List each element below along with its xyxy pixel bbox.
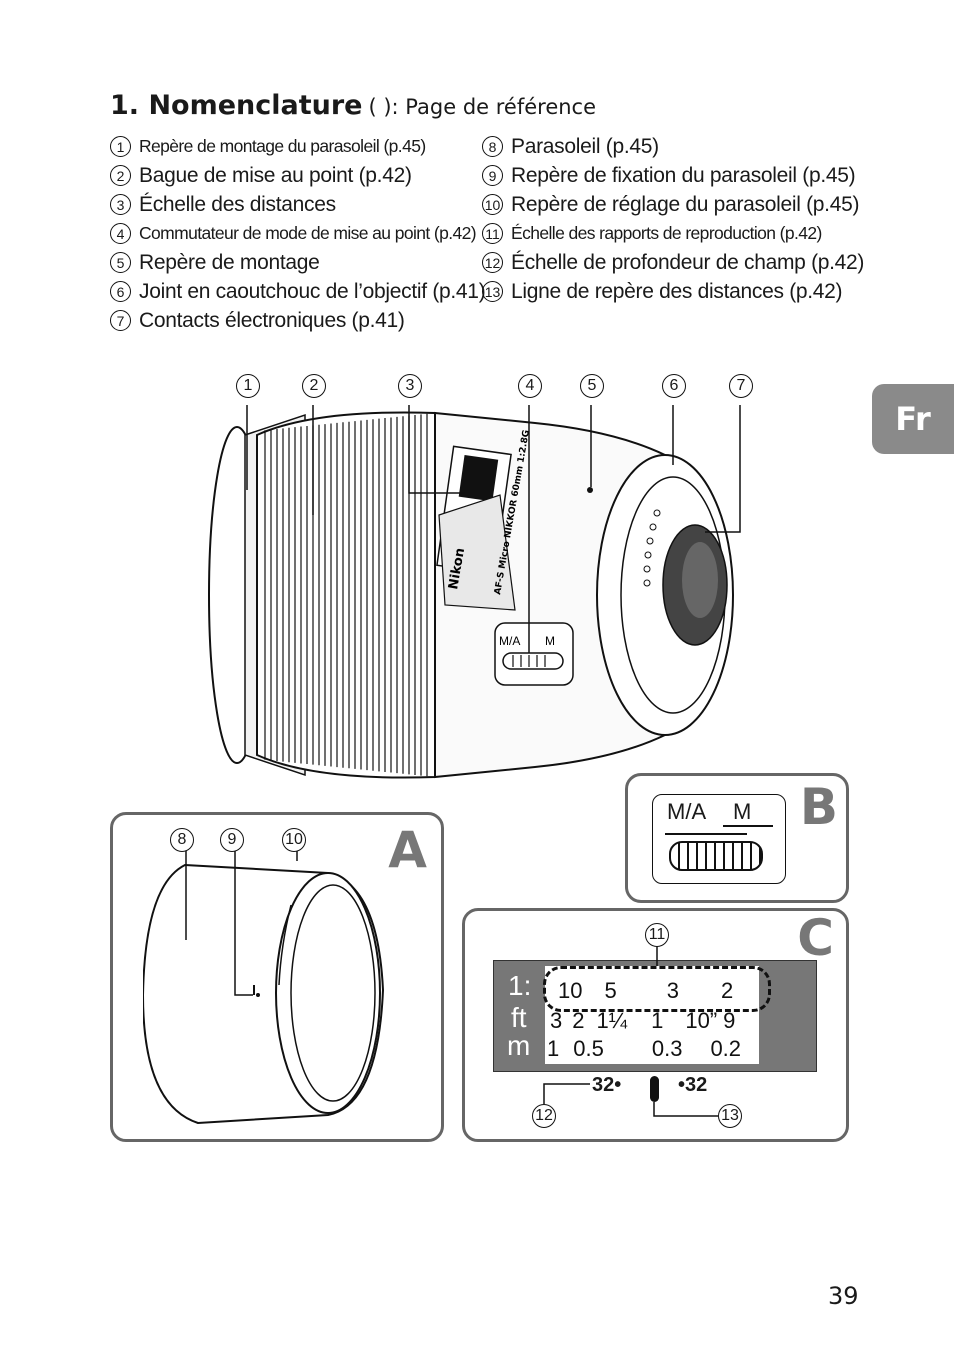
callout-6: 6 <box>662 374 686 398</box>
section-heading: 1. Nomenclature <box>110 90 363 121</box>
parts-list-item: 2 Bague de mise au point (p.42) <box>110 161 485 190</box>
ft-9in: 9 <box>723 1008 736 1033</box>
callout-1: 1 <box>236 374 260 398</box>
m-1: 1 <box>547 1036 560 1061</box>
item-label: Repère de fixation du parasoleil (p.45) <box>511 163 856 187</box>
item-label: Échelle de profondeur de champ (p.42) <box>511 250 865 274</box>
mode-ma-label: M/A <box>667 799 707 824</box>
item-label: Repère de montage du parasoleil (p.45) <box>139 136 426 156</box>
callout-10: 10 <box>282 828 306 852</box>
item-number-badge: 7 <box>110 310 131 331</box>
item-number-badge: 8 <box>482 136 503 157</box>
unit-feet: ft <box>511 1002 527 1033</box>
item-number-badge: 4 <box>110 223 131 244</box>
callout-3: 3 <box>398 374 422 398</box>
m-0-5: 0.5 <box>573 1036 604 1061</box>
item-number-badge: 5 <box>110 252 131 273</box>
mode-switch-slider <box>669 841 763 871</box>
meters-row: 1 0.5 0.3 0.2 <box>547 1036 741 1062</box>
item-label: Repère de réglage du parasoleil (p.45) <box>511 192 860 216</box>
parts-list-item: 9 Repère de fixation du parasoleil (p.45) <box>482 161 864 190</box>
m-0-3: 0.3 <box>651 1036 683 1061</box>
parts-list-item: 4 Commutateur de mode de mise au point (p… <box>110 219 485 248</box>
unit-meters: m <box>507 1030 531 1061</box>
callout-11: 11 <box>645 923 669 947</box>
item-label: Ligne de repère des distances (p.42) <box>511 279 843 303</box>
item-number-badge: 9 <box>482 165 503 186</box>
ft-1-quarter: 1¼ <box>596 1008 628 1033</box>
callout-2: 2 <box>302 374 326 398</box>
parts-list-item: 5 Repère de montage <box>110 248 485 277</box>
lens-brand: Nikon <box>446 547 468 591</box>
callout-7: 7 <box>729 374 753 398</box>
item-label: Parasoleil (p.45) <box>511 134 659 158</box>
item-label: Contacts électroniques (p.41) <box>139 308 405 332</box>
parts-list-item: 6 Joint en caoutchouc de l’objectif (p.41… <box>110 277 486 306</box>
callout-9: 9 <box>220 828 244 852</box>
parts-list-item: 1 Repère de montage du parasoleil (p.45) <box>110 132 485 161</box>
parts-list-item: 8 Parasoleil (p.45) <box>482 132 864 161</box>
ratio-3: 3 <box>666 978 679 1003</box>
ft-2: 2 <box>572 1008 585 1033</box>
parts-list-item: 11 Échelle des rapports de reproduction (… <box>482 219 864 248</box>
callout-5: 5 <box>580 374 604 398</box>
ratio-5: 5 <box>604 978 617 1003</box>
item-label: Échelle des distances <box>139 192 336 216</box>
distance-index-mark <box>650 1076 659 1102</box>
item-number-badge: 12 <box>482 252 503 273</box>
ratio-scale-highlight <box>543 966 771 1012</box>
section-title: 1. Nomenclature( ): Page de référence <box>110 90 596 121</box>
m-0-2: 0.2 <box>710 1036 742 1061</box>
reference-note: ( ): Page de référence <box>368 95 597 119</box>
callout-12: 12 <box>532 1104 556 1128</box>
parts-list-right: 8 Parasoleil (p.45) 9 Repère de fixation du… <box>482 132 864 306</box>
item-label: Repère de montage <box>139 250 320 274</box>
callout-13: 13 <box>718 1104 742 1128</box>
lens-switch-ma: M/A <box>499 634 520 648</box>
parts-list-item: 13 Ligne de repère des distances (p.42) <box>482 277 864 306</box>
parts-list-item: 7 Contacts électroniques (p.41) <box>110 306 485 335</box>
ft-3: 3 <box>550 1008 563 1033</box>
item-number-badge: 3 <box>110 194 131 215</box>
mode-m-label: M <box>733 799 752 824</box>
distance-scale-window <box>545 966 759 1064</box>
item-number-badge: 13 <box>482 281 503 302</box>
item-number-badge: 2 <box>110 165 131 186</box>
panel-b-letter: B <box>799 778 838 836</box>
item-number-badge: 1 <box>110 136 131 157</box>
item-number-badge: 10 <box>482 194 503 215</box>
page-number: 39 <box>828 1282 859 1310</box>
mode-switch-detail: M/A M <box>652 794 786 884</box>
panel-b: B M/A M <box>625 773 849 903</box>
lens-hood-illustration <box>143 845 385 1125</box>
unit-ratio: 1: <box>508 970 532 1001</box>
callout-8: 8 <box>170 828 194 852</box>
dof-left-label: 32• <box>592 1074 622 1096</box>
item-number-badge: 6 <box>110 281 131 302</box>
item-label: Joint en caoutchouc de l’objectif (p.41) <box>139 279 486 303</box>
panel-a-letter: A <box>388 821 427 879</box>
ratio-2: 2 <box>720 978 734 1003</box>
callout-4: 4 <box>518 374 542 398</box>
parts-list-item: 10 Repère de réglage du parasoleil (p.45) <box>482 190 864 219</box>
item-label: Bague de mise au point (p.42) <box>139 163 412 187</box>
ratio-row: 10 5 3 2 <box>558 978 733 1004</box>
panel-c-letter: C <box>797 909 834 967</box>
dof-right-label: •32 <box>678 1074 708 1096</box>
parts-list-left: 1 Repère de montage du parasoleil (p.45) 2… <box>110 132 486 335</box>
ft-1: 1 <box>651 1008 664 1033</box>
item-label: Échelle des rapports de reproduction (p.… <box>511 223 822 243</box>
panel-a: A <box>110 812 444 1142</box>
ft-10in: 10” <box>685 1008 718 1033</box>
parts-list-item: 12 Échelle de profondeur de champ (p.42) <box>482 248 864 277</box>
ratio-10: 10 <box>558 978 583 1003</box>
parts-list-item: 3 Échelle des distances <box>110 190 485 219</box>
language-tab: Fr <box>872 384 954 454</box>
item-label: Commutateur de mode de mise au point (p.… <box>139 223 477 243</box>
lens-switch-m: M <box>545 634 555 648</box>
item-number-badge: 11 <box>482 223 503 244</box>
lens-illustration: Nikon AF-S Micro NIKKOR 60mm 1:2.8G M/A … <box>208 405 741 779</box>
